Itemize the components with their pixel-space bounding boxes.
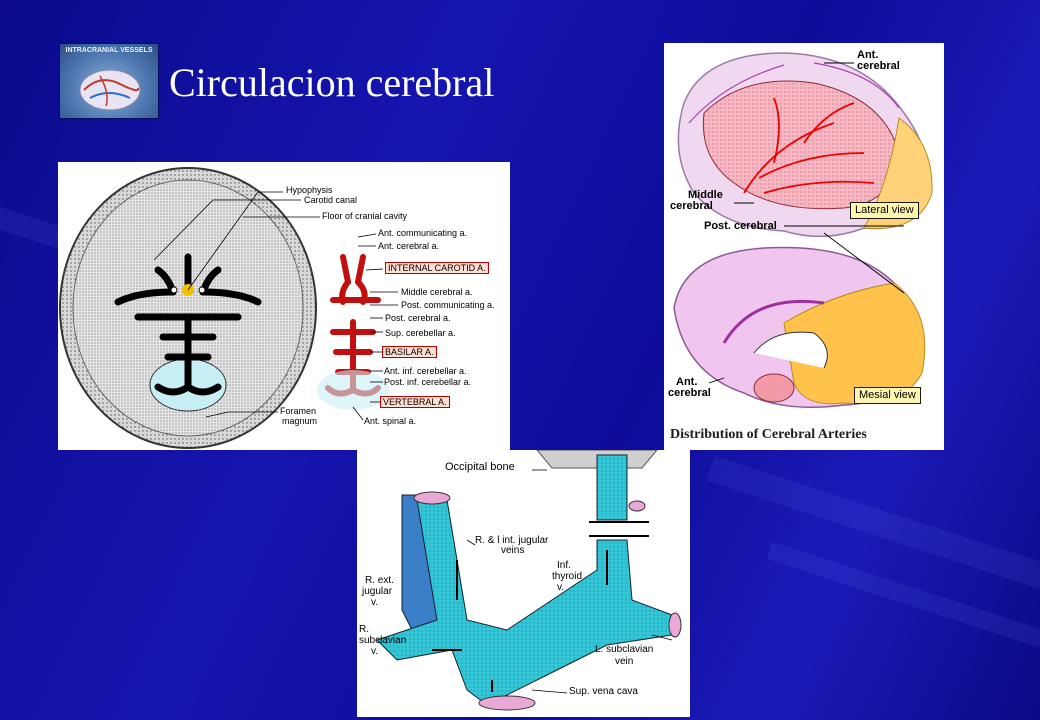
label-floor-cranial-cavity: Floor of cranial cavity bbox=[322, 211, 408, 221]
skull-base-diagram bbox=[59, 167, 398, 449]
label-rext-2: jugular bbox=[362, 586, 393, 597]
label-vertebral: VERTEBRAL A. bbox=[380, 396, 450, 408]
label-ant-cerebral-top-1: Ant. bbox=[857, 49, 879, 61]
arteries-base-figure: Hypophysis Carotid canal Floor of crania… bbox=[58, 162, 510, 450]
label-jugular-1: R. & l int. jugular bbox=[475, 535, 549, 546]
label-lsub-2: vein bbox=[615, 656, 634, 667]
label-foramen: Foramen bbox=[280, 406, 317, 416]
label-ant-inf-cerebellar: Ant. inf. cerebellar a. bbox=[384, 366, 467, 376]
label-hypophysis: Hypophysis bbox=[286, 185, 333, 195]
label-middle-cerebral: Middle cerebral a. bbox=[401, 287, 473, 297]
label-rsub-2: subclavian bbox=[359, 635, 407, 646]
label-carotid-canal: Carotid canal bbox=[304, 195, 358, 205]
label-inf-3: v. bbox=[557, 582, 565, 593]
label-ant-cerebral: Ant. cerebral a. bbox=[378, 241, 440, 251]
label-inf-1: Inf. bbox=[557, 560, 571, 571]
label-ant-cerebral-bottom-1: Ant. bbox=[676, 376, 698, 388]
label-jugular-2: veins bbox=[501, 545, 525, 556]
label-middle-cerebral-2: cerebral bbox=[670, 200, 713, 212]
veins-figure: Occipital bone R. & l int. jugular veins… bbox=[357, 450, 690, 717]
label-sup-cerebellar: Sup. cerebellar a. bbox=[385, 328, 456, 338]
label-ant-spinal: Ant. spinal a. bbox=[364, 416, 417, 426]
figure-caption: Distribution of Cerebral Arteries bbox=[670, 427, 867, 442]
intracranial-vessels-logo: INTRACRANIAL VESSELS bbox=[59, 43, 159, 119]
label-basilar: BASILAR A. bbox=[382, 346, 437, 358]
label-middle-cerebral-1: Middle bbox=[688, 189, 723, 201]
label-ant-cerebral-top-2: cerebral bbox=[857, 60, 900, 72]
label-rsub-3: v. bbox=[371, 646, 379, 657]
brain-icon bbox=[79, 69, 141, 111]
label-post-cerebral: Post. cerebral bbox=[704, 220, 777, 232]
distribution-figure: Ant. cerebral Middle cerebral Lateral vi… bbox=[664, 43, 944, 450]
slide-title: Circulacion cerebral bbox=[169, 60, 495, 105]
label-ant-cerebral-bottom-2: cerebral bbox=[668, 387, 711, 399]
label-occipital-bone: Occipital bone bbox=[445, 461, 515, 473]
label-ant-communicating: Ant. communicating a. bbox=[378, 228, 468, 238]
brain-views-diagram bbox=[673, 52, 933, 409]
logo-text: INTRACRANIAL VESSELS bbox=[65, 47, 153, 54]
jugular-veins-diagram bbox=[376, 450, 682, 711]
mesial-view-badge: Mesial view bbox=[854, 387, 921, 404]
label-rext-1: R. ext. bbox=[365, 575, 394, 586]
label-inf-2: thyroid bbox=[552, 571, 583, 582]
label-post-communicating: Post. communicating a. bbox=[401, 300, 495, 310]
label-internal-carotid: INTERNAL CAROTID A. bbox=[385, 262, 489, 274]
label-svc: Sup. vena cava bbox=[569, 686, 638, 697]
label-post-cerebral: Post. cerebral a. bbox=[385, 313, 451, 323]
label-post-inf-cerebellar: Post. inf. cerebellar a. bbox=[384, 377, 472, 387]
label-magnum: magnum bbox=[282, 416, 318, 426]
label-lsub-1: L. subclavian bbox=[595, 644, 654, 655]
label-rsub-1: R. bbox=[359, 624, 369, 635]
lateral-view-badge: Lateral view bbox=[850, 202, 919, 219]
label-rext-3: v. bbox=[371, 597, 379, 608]
